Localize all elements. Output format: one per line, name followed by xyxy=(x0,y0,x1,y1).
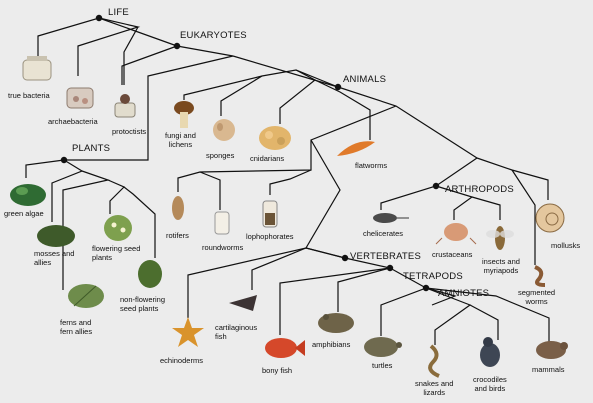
node-label-amniotes: AMNIOTES xyxy=(438,288,490,299)
starfish-icon xyxy=(172,317,204,347)
worm-icon xyxy=(534,265,546,287)
branch-vertebrates xyxy=(187,247,346,318)
vial-icon xyxy=(262,200,278,228)
node-label-animals: ANIMALS xyxy=(343,74,387,85)
sponge-icon xyxy=(213,119,235,141)
bird-icon xyxy=(480,337,500,367)
label-cnidarians: cnidarians xyxy=(250,154,285,163)
node-label-vertebrates: VERTEBRATES xyxy=(350,251,422,262)
algae-icon xyxy=(10,184,46,206)
flower-plant-icon xyxy=(104,215,132,241)
node-dot-plants xyxy=(60,156,68,164)
label-crocodiles-birds: crocodiles and birds xyxy=(473,375,507,393)
label-mosses: mosses and allies xyxy=(34,249,75,267)
rodent-icon xyxy=(536,341,568,359)
node-label-tetrapods: TETRAPODS xyxy=(403,271,463,282)
crab-icon xyxy=(435,223,477,245)
label-lophophorates: lophophorates xyxy=(246,232,294,241)
label-roundworms: roundworms xyxy=(202,243,244,252)
frog-icon xyxy=(318,313,354,333)
label-segmented-worms: segmented worms xyxy=(518,288,556,306)
branch-plants xyxy=(25,159,65,178)
rotifer-icon xyxy=(172,196,184,220)
label-protoctists: protoctists xyxy=(112,127,147,136)
turtle-icon xyxy=(364,337,402,357)
label-rotifers: rotifers xyxy=(166,231,189,240)
label-mollusks: mollusks xyxy=(551,241,581,250)
branch-tetrapods xyxy=(337,267,391,312)
label-archaebacteria: archaebacteria xyxy=(48,117,98,126)
branch-life xyxy=(37,17,178,60)
label-flowering: flowering seed plants xyxy=(92,244,141,262)
branch-amniotes xyxy=(425,287,472,345)
branch-archae-protoctists xyxy=(123,26,139,85)
horseshoe-crab-icon xyxy=(373,213,409,223)
node-label-life: LIFE xyxy=(108,7,129,18)
label-fungi-lichens: fungi and lichens xyxy=(165,131,196,149)
moss-icon xyxy=(37,225,75,247)
insect-icon xyxy=(486,226,514,250)
node-dot-life xyxy=(95,14,103,22)
label-amphibians: amphibians xyxy=(312,340,351,349)
node-dot-arthropods xyxy=(432,182,440,190)
label-cartilaginous-fish: cartilaginous fish xyxy=(215,323,258,341)
label-snakes-lizards: snakes and lizards xyxy=(415,379,454,397)
fish-icon xyxy=(265,338,305,358)
label-green-algae: green algae xyxy=(4,209,44,218)
branch-animals xyxy=(183,69,339,100)
vial-icon xyxy=(214,211,230,235)
snake-icon xyxy=(428,344,440,378)
node-dot-eukaryotes xyxy=(173,42,181,50)
mushroom-icon xyxy=(174,101,194,128)
label-chelicerates: chelicerates xyxy=(363,229,404,238)
label-bony-fish: bony fish xyxy=(262,366,293,375)
label-echinoderms: echinoderms xyxy=(160,356,203,365)
conifer-icon xyxy=(138,260,162,288)
node-label-eukaryotes: EUKARYOTES xyxy=(180,30,247,41)
jar-icon xyxy=(66,87,94,109)
branch-life-archae xyxy=(77,17,141,76)
label-sponges: sponges xyxy=(206,151,235,160)
flatworm-icon xyxy=(337,141,375,156)
node-dot-tetrapods xyxy=(386,264,394,272)
label-crustaceans: crustaceans xyxy=(432,250,473,259)
label-nonflowering: non-flowering seed plants xyxy=(120,295,166,313)
node-dot-vertebrates xyxy=(341,254,349,262)
cnidarian-icon xyxy=(259,126,291,150)
fern-icon xyxy=(68,284,104,308)
node-label-plants: PLANTS xyxy=(72,143,111,154)
label-true-bacteria: true bacteria xyxy=(8,91,50,100)
label-ferns: ferns and fern allies xyxy=(60,318,93,336)
nautilus-icon xyxy=(535,203,565,233)
jar-icon xyxy=(22,56,52,81)
label-turtles: turtles xyxy=(372,361,393,370)
shark-icon xyxy=(229,295,257,311)
label-mammals: mammals xyxy=(532,365,565,374)
label-flatworms: flatworms xyxy=(355,161,388,170)
protoctist-icon xyxy=(114,94,136,118)
branch-arthropods xyxy=(380,157,478,210)
node-dot-animals xyxy=(334,83,342,91)
node-label-arthropods: ARTHROPODS xyxy=(445,184,514,195)
branch-eukaryotes xyxy=(121,45,178,85)
label-insects: insects and myriapods xyxy=(482,257,520,275)
node-dot-amniotes xyxy=(422,284,430,292)
